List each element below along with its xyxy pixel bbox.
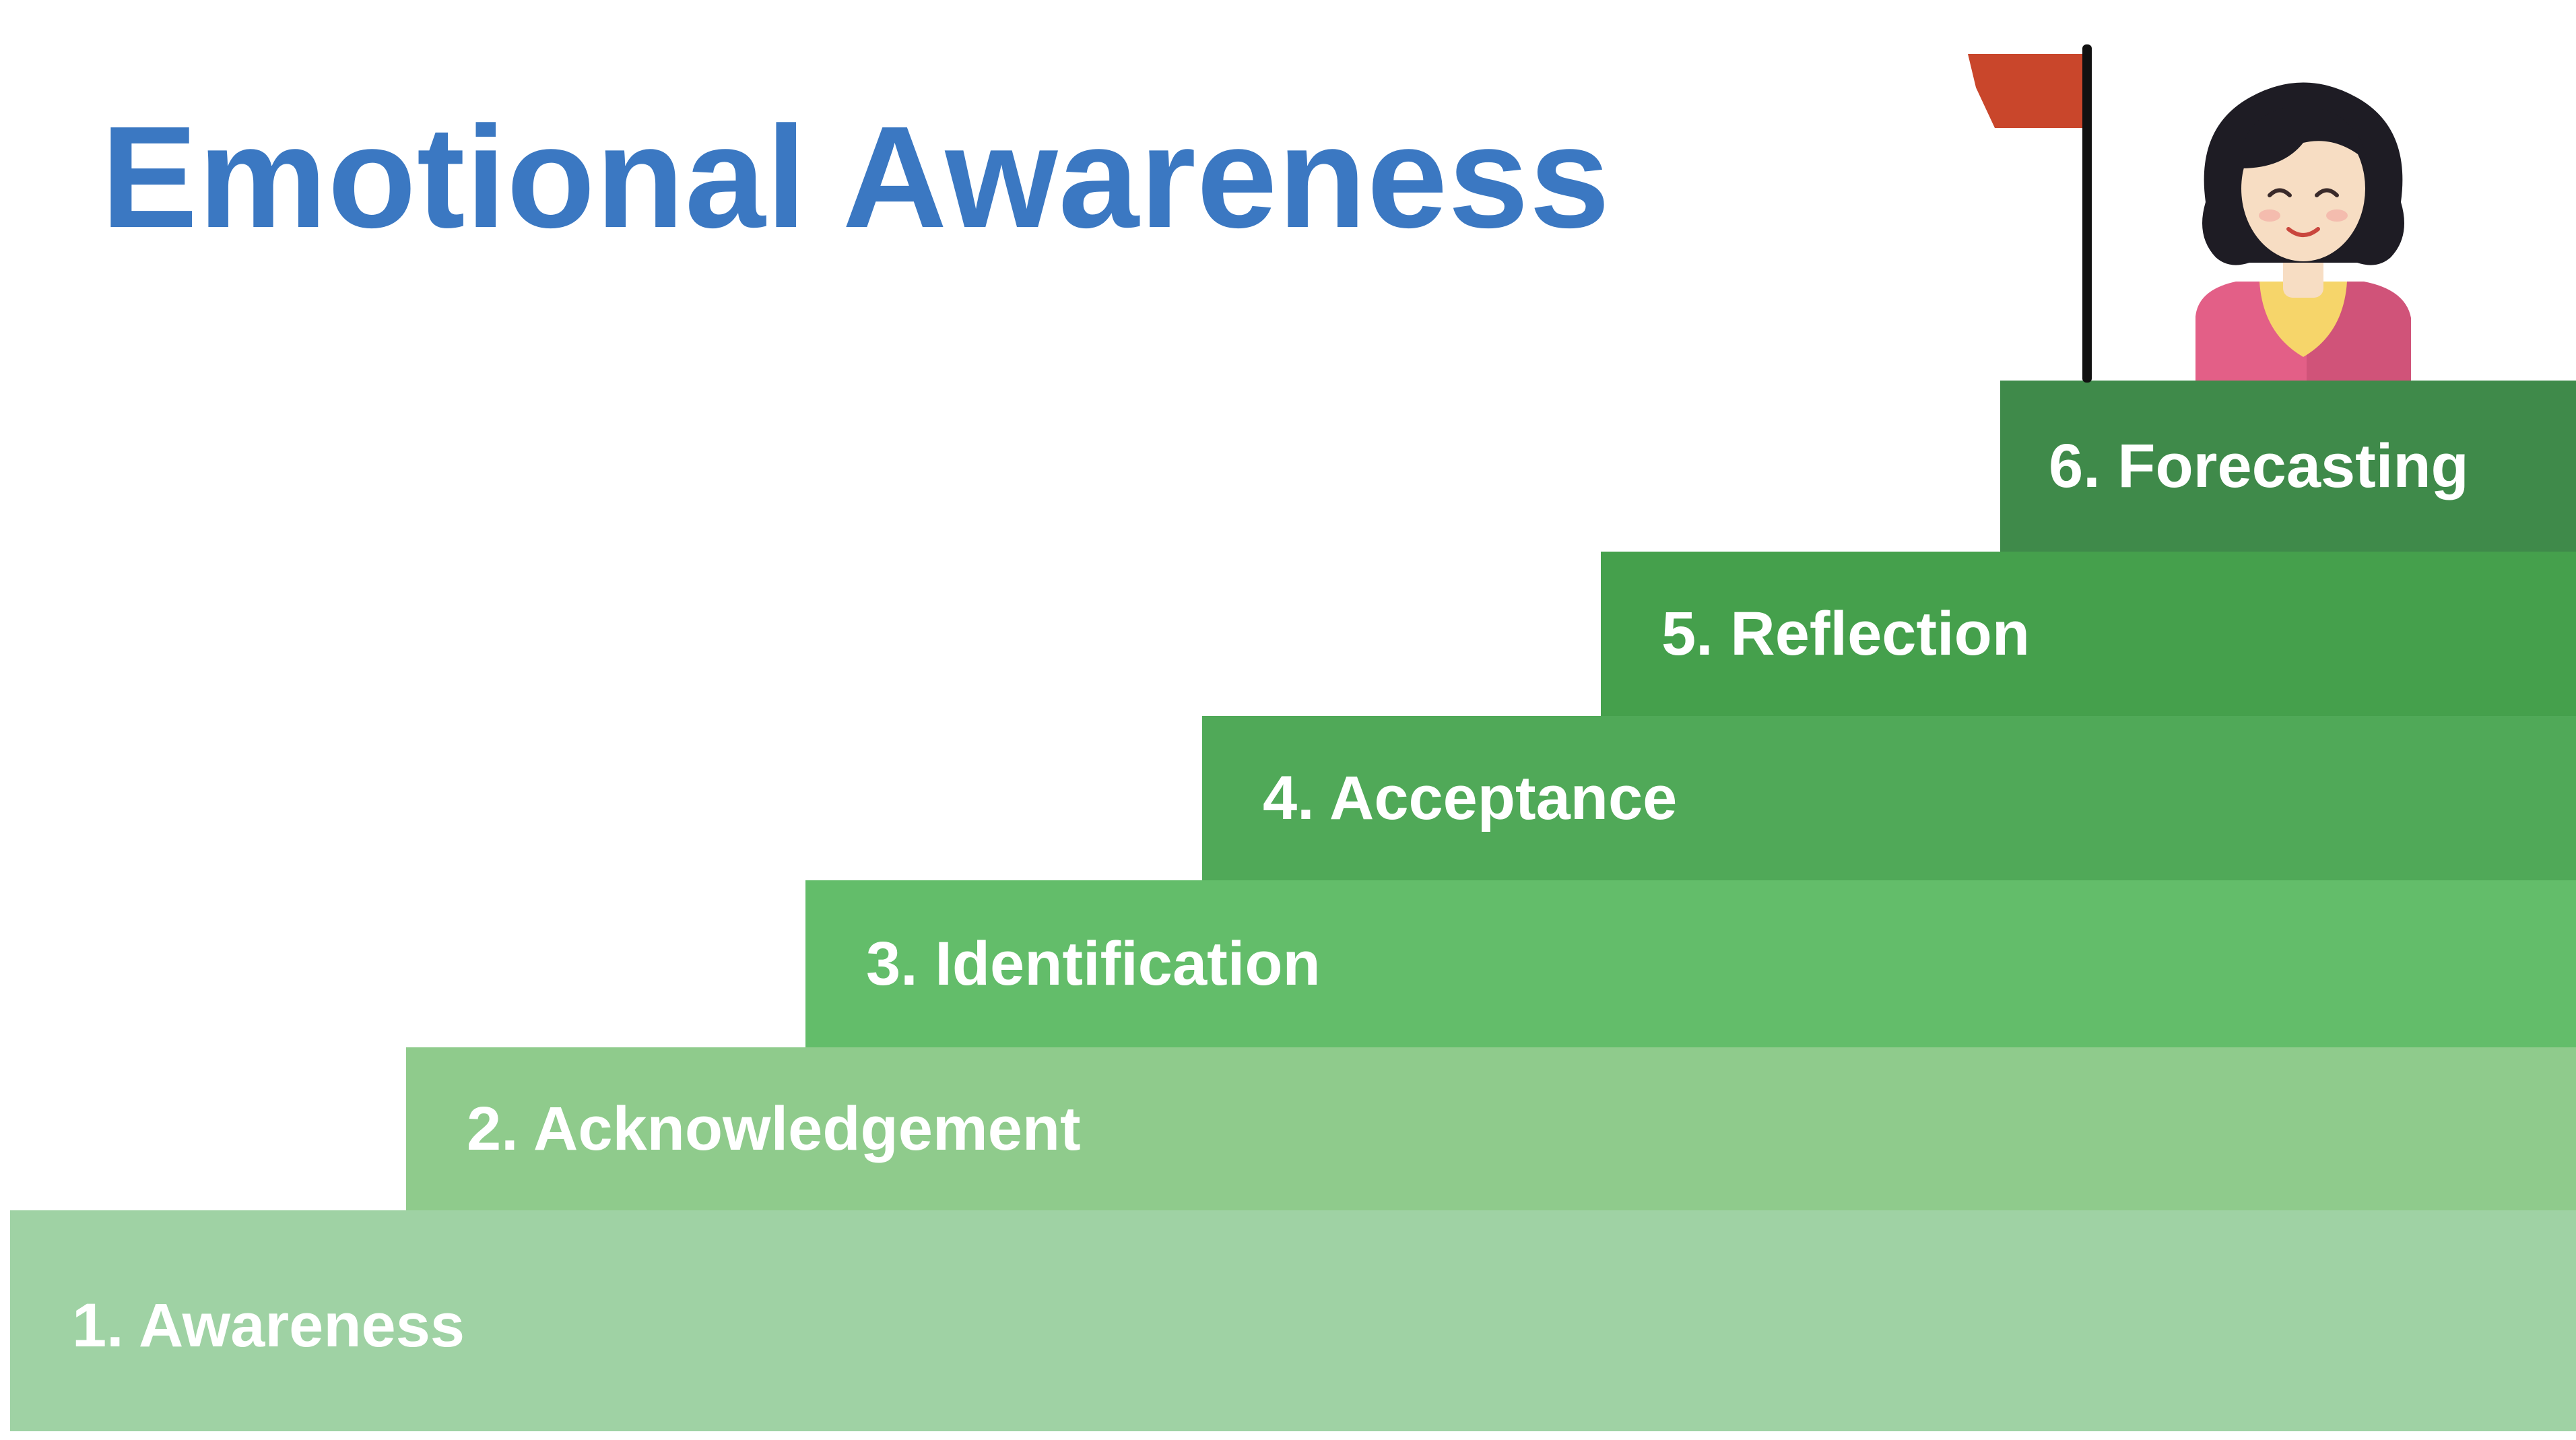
collar: [2259, 282, 2347, 357]
step-label: 6. Forecasting: [2049, 432, 2469, 500]
step-acknowledgement: 2. Acknowledgement: [406, 1047, 2576, 1210]
step-awareness: 1. Awareness: [10, 1210, 2576, 1431]
flag-icon: [1968, 44, 2092, 383]
flag-cloth: [1968, 54, 2086, 128]
left-cheek: [2259, 209, 2280, 222]
person-illustration: [2195, 82, 2411, 381]
step-label: 3. Identification: [866, 929, 1321, 998]
smile: [2286, 227, 2320, 237]
step-acceptance: 4. Acceptance: [1202, 716, 2576, 880]
right-eye: [2315, 188, 2339, 197]
step-label: 4. Acceptance: [1263, 764, 1678, 832]
page-title: Emotional Awareness: [101, 96, 1611, 258]
step-label: 2. Acknowledgement: [467, 1094, 1081, 1163]
right-cheek: [2326, 209, 2348, 222]
step-label: 1. Awareness: [72, 1290, 465, 1360]
bangs: [2241, 106, 2367, 168]
flag-pole: [2082, 44, 2092, 383]
step-label: 5. Reflection: [1661, 599, 2030, 668]
step-identification: 3. Identification: [805, 880, 2576, 1047]
step-reflection: 5. Reflection: [1601, 552, 2576, 716]
left-eye: [2268, 188, 2292, 197]
step-forecasting: 6. Forecasting: [2000, 381, 2576, 552]
